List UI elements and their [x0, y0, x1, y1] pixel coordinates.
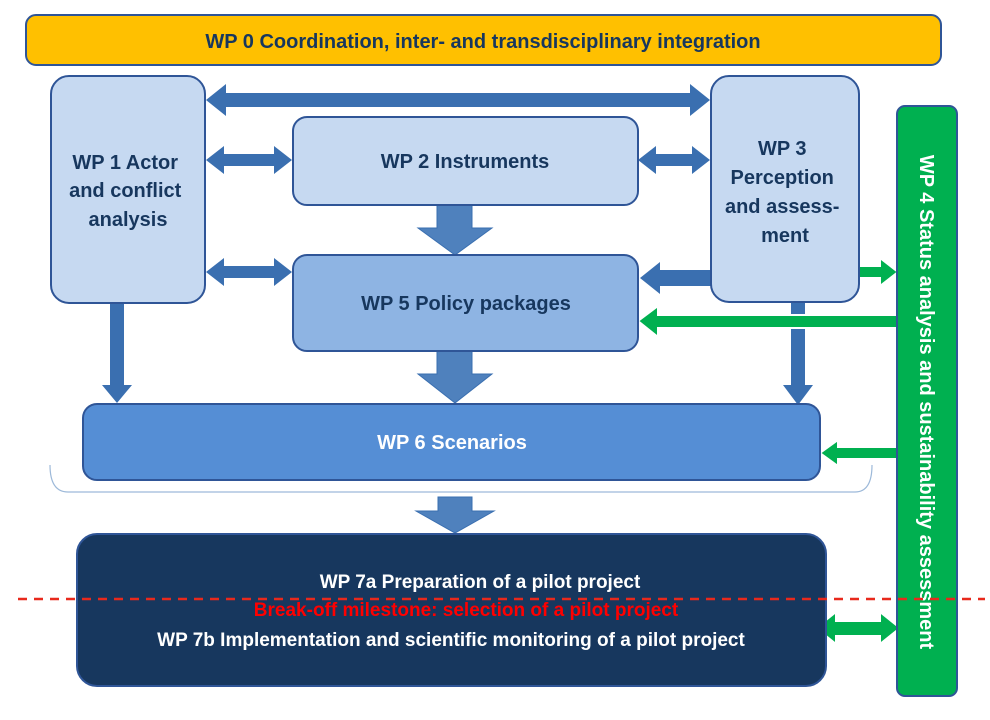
wp1-label-line2: and conflict — [69, 180, 182, 202]
wp6-label: WP 6 Scenarios — [377, 432, 527, 454]
arrow-wp6-wp7 — [414, 496, 496, 534]
arrow-wp2-wp3 — [638, 146, 710, 174]
wp7a-label: WP 7a Preparation of a pilot project — [320, 572, 641, 593]
wp7-box: WP 7a Preparation of a pilot project WP … — [76, 533, 827, 687]
wp0-label: WP 0 Coordination, inter- and transdisci… — [205, 31, 760, 53]
arrow-wp1-wp5 — [206, 258, 292, 286]
wp1-label-line3: analysis — [89, 209, 168, 231]
scenario-bracket — [49, 464, 873, 493]
wp4-label: WP 4 Status analysis and sustainability … — [915, 155, 937, 650]
wp7b-label: WP 7b Implementation and scientific moni… — [157, 630, 745, 651]
wp6-box: WP 6 Scenarios — [82, 403, 821, 481]
arrow-wp1-wp2 — [206, 146, 292, 174]
arrow-wp4-wp5 — [636, 304, 898, 340]
wp0-box: WP 0 Coordination, inter- and transdisci… — [25, 14, 942, 66]
wp1-label-line1: WP 1 Actor — [72, 152, 178, 174]
wp1-box: WP 1 Actor and conflict analysis — [50, 75, 206, 304]
wp3-label-line4: ment — [761, 225, 809, 247]
arrow-wp3-wp5 — [640, 262, 712, 294]
arrow-wp1-wp6 — [102, 302, 132, 403]
arrow-wp5-wp6 — [416, 349, 494, 404]
wp2-box: WP 2 Instruments — [292, 116, 639, 206]
wp3-label-line2: Perception — [731, 167, 834, 189]
wp2-label: WP 2 Instruments — [381, 151, 550, 173]
wp3-box: WP 3 Perception and assess- ment — [710, 75, 860, 303]
arrow-wp4-wp7 — [814, 609, 902, 647]
wp3-label-line1: WP 3 — [758, 138, 807, 160]
wp5-box: WP 5 Policy packages — [292, 254, 639, 352]
arrow-wp3-wp6 — [783, 302, 813, 405]
wp5-label: WP 5 Policy packages — [361, 293, 571, 315]
svg-text:WP 1 Actor and conflict: WP 1 Actor and conflict analysis — [69, 152, 187, 231]
wp3-label-line3: and assess- — [725, 196, 840, 218]
wp4-box: WP 4 Status analysis and sustainability … — [896, 105, 958, 697]
arrow-wp4-wp6 — [818, 438, 898, 468]
arrow-wp2-wp5 — [416, 204, 494, 256]
svg-text:WP 3 Perception an: WP 3 Perception and assess- ment — [725, 138, 845, 247]
milestone-label: Break-off milestone: selection of a pilo… — [254, 600, 679, 621]
arrow-wp1-wp3 — [206, 84, 710, 116]
